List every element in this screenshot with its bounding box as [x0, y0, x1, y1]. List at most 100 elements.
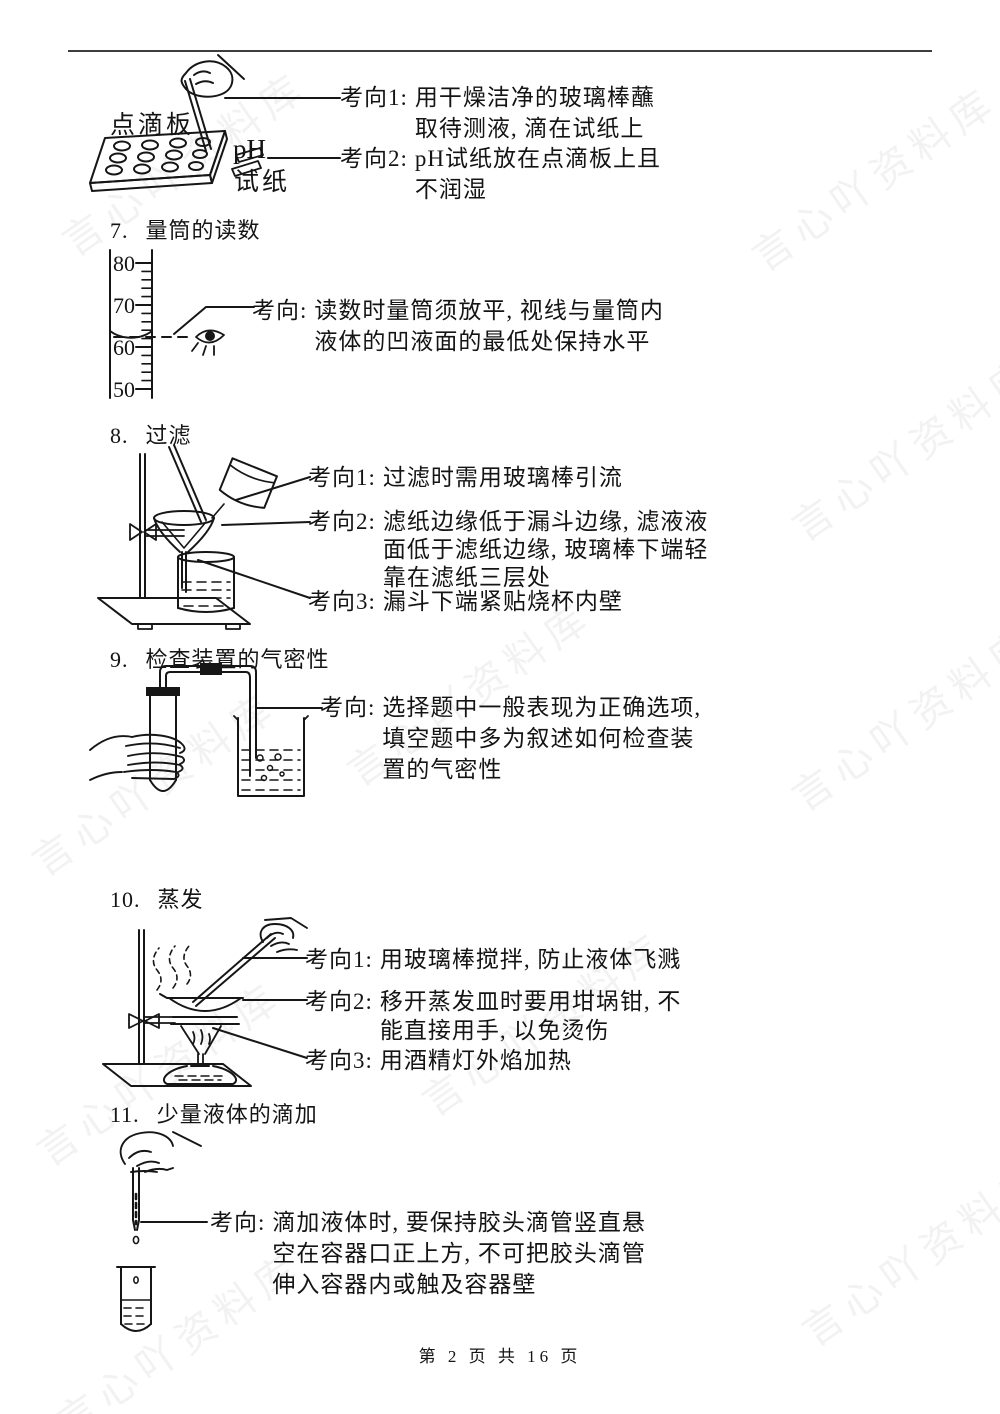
kaoxiang-text: 移开蒸发皿时要用坩埚钳, 不 能直接用手, 以免烫伤: [379, 989, 682, 1043]
section-number: 9.: [110, 647, 129, 672]
spot-plate: [89, 130, 228, 192]
kaoxiang-item: 考向3: 漏斗下端紧贴烧杯内壁: [308, 586, 768, 617]
eye-icon: [191, 329, 225, 356]
minor-ticks: [141, 270, 153, 382]
page-number-footer: 第 2 页 共 16 页: [418, 1347, 582, 1366]
section-title-7: 7. 量筒的读数: [110, 213, 261, 245]
kaoxiang-item: 考向1: 过滤时需用玻璃棒引流: [308, 462, 768, 493]
kaoxiang-item: 考向2: 移开蒸发皿时要用坩埚钳, 不 能直接用手, 以免烫伤: [305, 987, 775, 1045]
kaoxiang-item: 考向1: 用干燥洁净的玻璃棒蘸 取待测液, 滴在试纸上: [340, 82, 740, 144]
glass-rod: [168, 444, 207, 523]
scale-50: 50: [113, 377, 135, 402]
kaoxiang-label: 考向:: [210, 1210, 266, 1235]
leader-line: [221, 521, 311, 526]
filtration-diagram: [97, 444, 311, 630]
section-title-text: 蒸发: [157, 887, 204, 912]
watermark: 言心吖资料库: [794, 1154, 1000, 1356]
scale-70: 70: [113, 293, 135, 318]
kaoxiang-text: 滤纸边缘低于漏斗边缘, 滤液液 面低于滤纸边缘, 玻璃棒下端轻 靠在滤纸三层处: [382, 509, 709, 590]
section-number: 8.: [110, 423, 129, 448]
funnel: [153, 510, 215, 593]
receiving-beaker: [177, 551, 235, 613]
kaoxiang-text: pH试纸放在点滴板上且 不润湿: [414, 146, 662, 202]
kaoxiang-item: 考向: 读数时量筒须放平, 视线与量筒内 液体的凹液面的最低处保持水平: [252, 295, 732, 357]
flame: [180, 1025, 222, 1055]
section-title-text: 量筒的读数: [145, 218, 261, 243]
ph-paper-label: 试纸: [234, 168, 290, 196]
kaoxiang-label: 考向3:: [305, 1048, 373, 1073]
kaoxiang-text: 用玻璃棒搅拌, 防止液体飞溅: [379, 947, 682, 972]
test-tube: [116, 1266, 156, 1332]
section-title-text: 过滤: [145, 423, 192, 448]
kaoxiang-label: 考向1:: [308, 465, 376, 490]
graduated-cylinder-diagram: 80 70 60 50: [109, 249, 255, 402]
ph-paper-strips: [231, 147, 264, 177]
hand-icon: [119, 1131, 202, 1173]
beaker: [233, 715, 309, 797]
hand-icon: [180, 54, 245, 98]
kaoxiang-text: 用酒精灯外焰加热: [379, 1048, 572, 1073]
section-title-11: 11. 少量液体的滴加: [110, 1097, 318, 1129]
iron-ring: [170, 1016, 240, 1025]
section-title-10: 10. 蒸发: [110, 882, 204, 914]
test-tube: [146, 687, 180, 792]
section-title-text: 少量液体的滴加: [156, 1102, 318, 1127]
spot-plate-label: 点滴板: [110, 111, 194, 139]
major-ticks: [135, 262, 153, 390]
alcohol-lamp: [162, 1053, 238, 1085]
iron-stand: [102, 929, 252, 1087]
section-number: 11.: [110, 1102, 140, 1127]
ph-spot-plate-diagram: 点滴板 pH 试纸: [89, 54, 341, 196]
leader-line: [235, 476, 311, 501]
kaoxiang-item: 考向: 选择题中一般表现为正确选项, 填空题中多为叙述如何检查装 置的气密性: [320, 692, 780, 785]
kaoxiang-item: 考向1: 用玻璃棒搅拌, 防止液体飞溅: [305, 944, 775, 975]
kaoxiang-item: 考向2: 滤纸边缘低于漏斗边缘, 滤液液 面低于滤纸边缘, 玻璃棒下端轻 靠在滤…: [308, 508, 768, 592]
kaoxiang-text: 用干燥洁净的玻璃棒蘸 取待测液, 滴在试纸上: [414, 85, 655, 141]
pour-stream: [211, 503, 225, 519]
leader-line: [197, 559, 311, 599]
kaoxiang-text: 读数时量筒须放平, 视线与量筒内 液体的凹液面的最低处保持水平: [314, 298, 664, 354]
glass-rod: [184, 80, 207, 152]
section-number: 7.: [110, 218, 129, 243]
section-title-text: 检查装置的气密性: [145, 647, 330, 672]
falling-drop: [132, 1235, 140, 1245]
top-rule: [68, 50, 932, 52]
delivery-tube: [159, 663, 257, 777]
hand-icon: [259, 917, 308, 953]
glass-rod: [192, 933, 276, 1007]
pouring-beaker: [218, 457, 278, 509]
scale-60: 60: [113, 335, 135, 360]
kaoxiang-label: 考向3:: [308, 589, 376, 614]
kaoxiang-label: 考向2:: [308, 509, 376, 534]
watermark: 言心吖资料库: [784, 349, 1000, 551]
section-title-9: 9. 检查装置的气密性: [110, 642, 330, 674]
dropper-diagram: [116, 1131, 208, 1332]
kaoxiang-text: 选择题中一般表现为正确选项, 填空题中多为叙述如何检查装 置的气密性: [382, 695, 702, 782]
scale-80: 80: [113, 251, 135, 276]
kaoxiang-item: 考向: 滴加液体时, 要保持胶头滴管竖直悬 空在容器口正上方, 不可把胶头滴管 …: [210, 1207, 710, 1300]
kaoxiang-label: 考向2:: [305, 989, 373, 1014]
kaoxiang-label: 考向2:: [340, 146, 408, 171]
kaoxiang-label: 考向1:: [340, 85, 408, 110]
watermark: 言心吖资料库: [744, 79, 1000, 281]
watermark: 言心吖资料库: [784, 619, 1000, 821]
steam: [152, 945, 192, 991]
hand-icon: [89, 733, 186, 781]
leader-line: [212, 1027, 308, 1059]
ph-label: pH: [233, 134, 266, 164]
kaoxiang-text: 滴加液体时, 要保持胶头滴管竖直悬 空在容器口正上方, 不可把胶头滴管 伸入容器…: [272, 1210, 646, 1297]
kaoxiang-item: 考向3: 用酒精灯外焰加热: [305, 1045, 775, 1076]
kaoxiang-label: 考向:: [320, 695, 376, 720]
iron-stand: [97, 453, 251, 630]
kaoxiang-label: 考向:: [252, 298, 308, 323]
airtightness-diagram: [89, 663, 323, 797]
section-title-8: 8. 过滤: [110, 418, 192, 450]
kaoxiang-text: 过滤时需用玻璃棒引流: [382, 465, 623, 490]
kaoxiang-label: 考向1:: [305, 947, 373, 972]
leader-line: [173, 306, 255, 335]
section-number: 10.: [110, 887, 141, 912]
evaporation-diagram: [102, 917, 308, 1087]
kaoxiang-item: 考向2: pH试纸放在点滴板上且 不润湿: [340, 143, 740, 205]
kaoxiang-text: 漏斗下端紧贴烧杯内壁: [382, 589, 623, 614]
